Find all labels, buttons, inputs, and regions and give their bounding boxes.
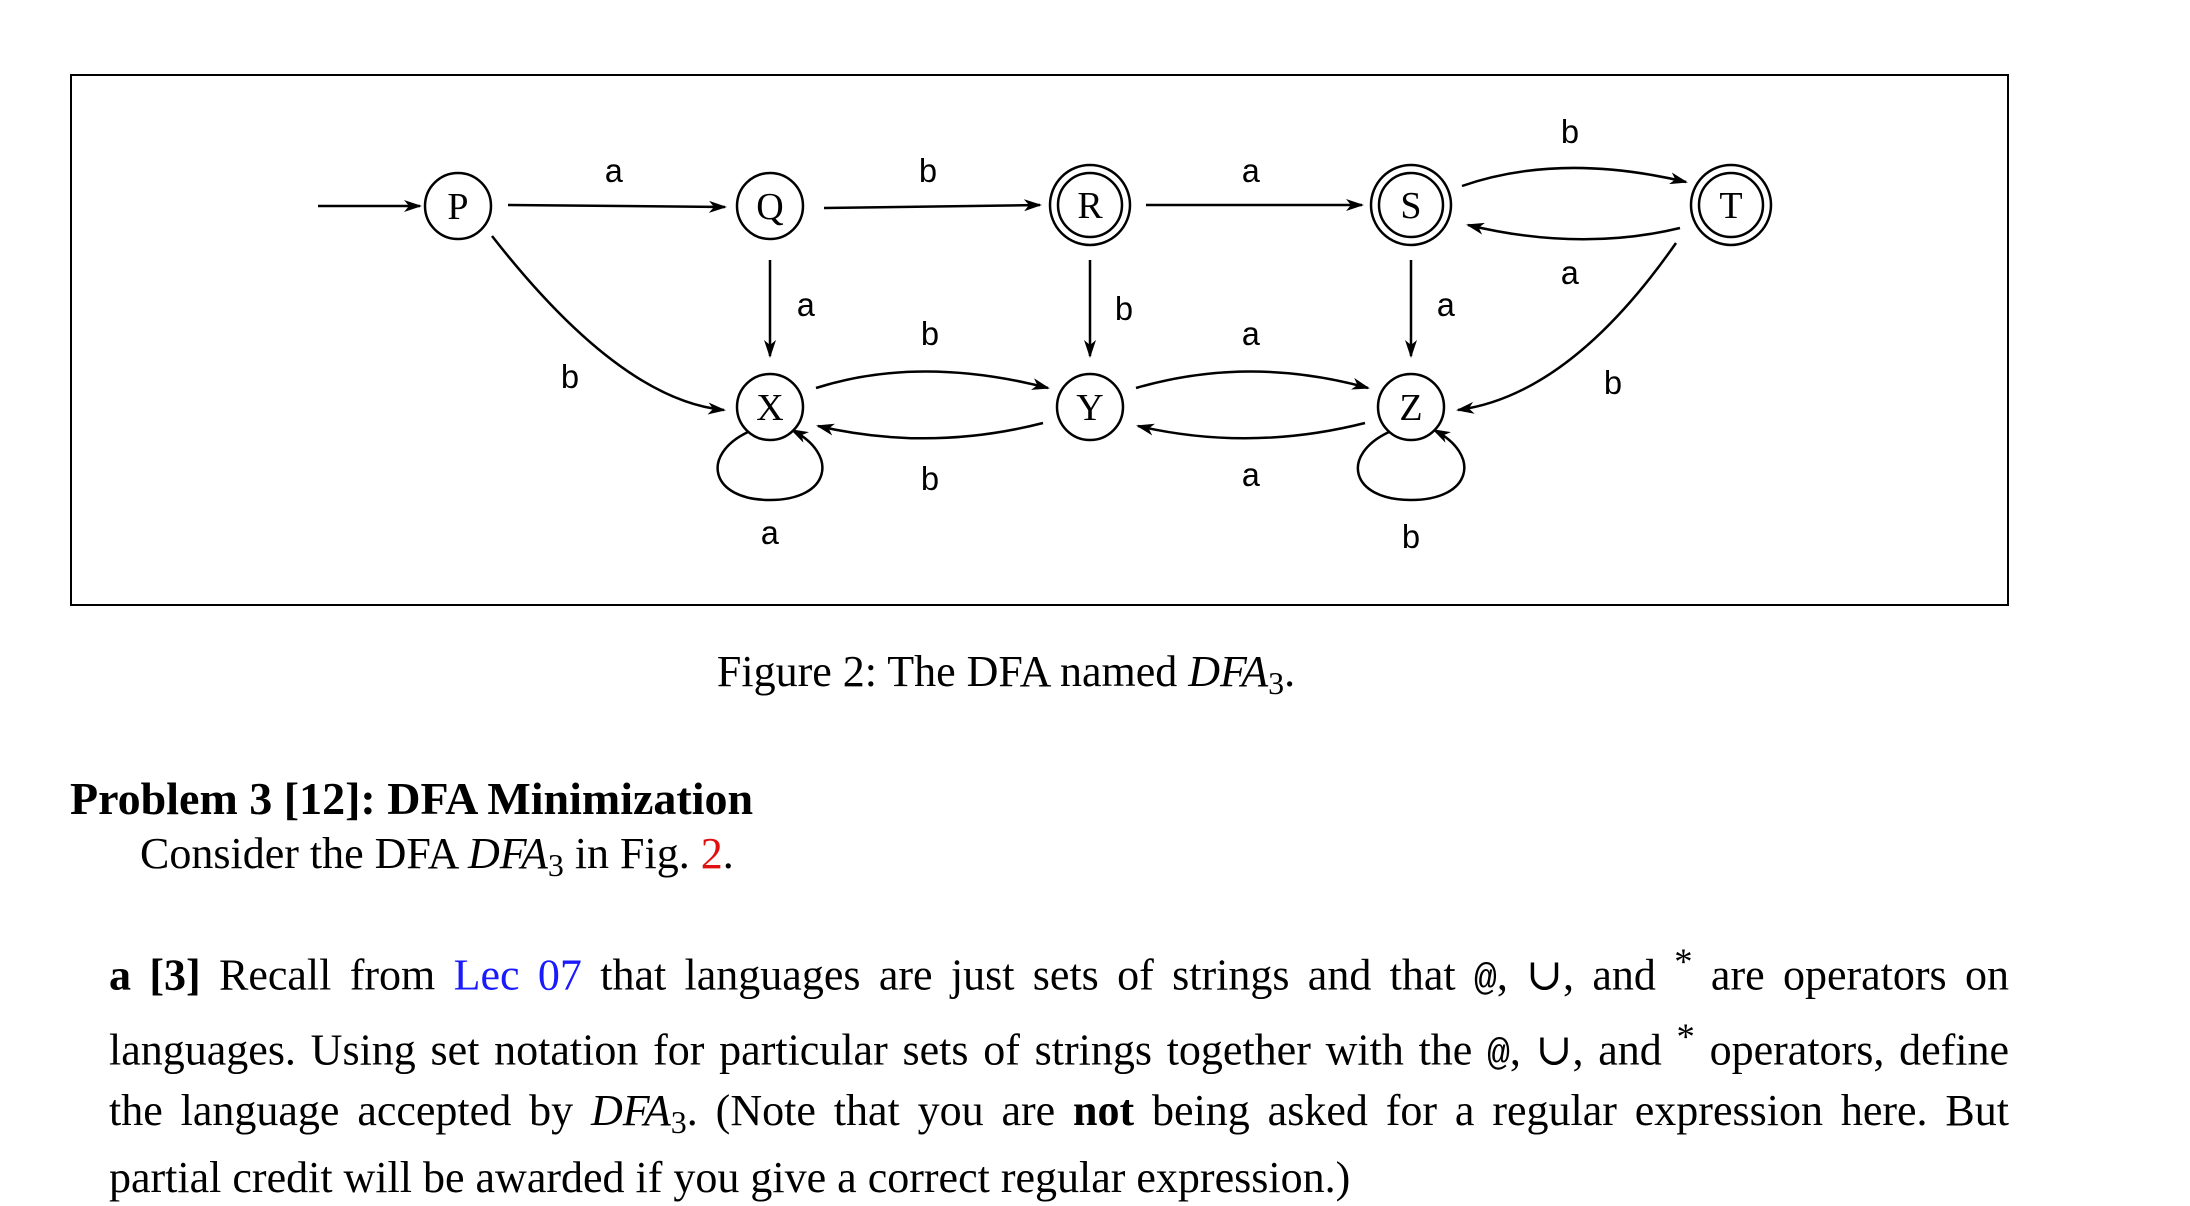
state-Q-label: Q	[756, 186, 783, 228]
part-a-text-3: , ∪, and	[1496, 950, 1656, 1000]
edge-P-X	[491, 235, 726, 415]
part-a-dfa: DFA	[590, 1086, 671, 1136]
part-a-text-5: , ∪, and	[1509, 1025, 1662, 1075]
edge-Q-R	[823, 199, 1042, 212]
caption-prefix: Figure 2:	[716, 647, 877, 696]
part-a-text-7: . (Note that you are	[686, 1086, 1056, 1136]
state-Q-circle	[735, 171, 805, 241]
star-operator-2: *	[1676, 1015, 1695, 1057]
label-P-Q: a	[604, 155, 624, 192]
problem-heading: Problem 3 [12]: DFA Minimization	[70, 773, 754, 824]
label-Q-R: b	[918, 155, 938, 192]
loop-X	[716, 428, 824, 502]
state-R-label: R	[1077, 185, 1103, 227]
problem-intro: Consider the DFA DFA3 in Fig. 2.	[140, 828, 734, 884]
part-a-bold-not: not	[1073, 1086, 1135, 1136]
state-X-circle	[735, 372, 805, 442]
part-a-paragraph: a [3] Recall from Lec 07 that languages …	[109, 934, 2009, 1206]
state-T-label: T	[1719, 185, 1742, 227]
intro-dfa: DFA	[467, 829, 548, 878]
part-a-dfa-sub: 3	[670, 1104, 687, 1141]
edge-P-Q	[507, 200, 727, 213]
edge-S-T	[1461, 166, 1688, 188]
label-Q-X: a	[796, 289, 816, 326]
label-R-S: a	[1241, 155, 1261, 192]
part-a-text-2: that languages are just sets of strings …	[600, 950, 1456, 1000]
part-a-text-6: operators, define the language accepted …	[109, 1025, 2009, 1136]
state-Y-circle	[1055, 372, 1125, 442]
intro-start: Consider the DFA	[140, 829, 457, 878]
intro-end: .	[722, 829, 734, 878]
at-operator-2: @	[1487, 1033, 1510, 1077]
label-X-Y: b	[920, 318, 940, 355]
part-a-text-1: Recall from	[219, 950, 436, 1000]
edge-Y-Z	[1135, 370, 1370, 390]
state-S-inner-circle	[1377, 171, 1445, 239]
figure-frame	[70, 74, 2009, 606]
part-a-text-4: are operators on languages. Using set no…	[109, 950, 2010, 1075]
label-S-Z: a	[1436, 289, 1456, 326]
caption-end: .	[1284, 647, 1296, 696]
edge-X-Y	[815, 370, 1050, 390]
edge-Y-X	[816, 421, 1044, 440]
dfa-diagram: P Q R S T X Y Z a b b a a b b a a b b b …	[318, 116, 1773, 558]
caption-dfa-sub: 3	[1268, 665, 1285, 701]
caption-dfa-name: DFA	[1188, 647, 1269, 696]
label-Y-X: b	[920, 463, 940, 500]
state-Z-label: Z	[1399, 387, 1422, 429]
state-P-circle	[423, 171, 493, 241]
label-loop-X: a	[760, 517, 780, 554]
state-Y-label: Y	[1076, 387, 1103, 429]
label-T-Z: b	[1603, 367, 1623, 404]
edge-Z-Y	[1136, 421, 1366, 440]
state-Z-circle	[1376, 372, 1446, 442]
edge-T-Z	[1456, 242, 1678, 414]
edge-T-S	[1466, 222, 1681, 241]
label-loop-Z: b	[1401, 521, 1421, 558]
label-Z-Y: a	[1241, 459, 1261, 496]
label-R-Y: b	[1114, 293, 1134, 330]
intro-dfa-sub: 3	[547, 847, 564, 883]
label-Y-Z: a	[1241, 318, 1261, 355]
figure-ref-link[interactable]: 2	[700, 829, 723, 878]
star-operator: *	[1674, 941, 1693, 982]
loop-Z	[1356, 428, 1466, 502]
state-T-inner-circle	[1697, 171, 1765, 239]
state-S-label: S	[1400, 185, 1421, 227]
state-P-label: P	[447, 186, 468, 228]
caption-text: The DFA named	[887, 647, 1178, 696]
lecture-link[interactable]: Lec 07	[453, 950, 582, 1000]
label-P-X: b	[560, 361, 580, 398]
figure-caption: Figure 2: The DFA named DFA3.	[0, 646, 2012, 702]
state-R-inner-circle	[1056, 171, 1124, 239]
at-operator: @	[1474, 958, 1497, 1002]
label-T-S: a	[1560, 257, 1580, 294]
part-a-label: a [3]	[109, 950, 201, 1000]
state-X-label: X	[756, 387, 783, 429]
label-S-T: b	[1560, 116, 1580, 153]
intro-mid: in Fig.	[574, 829, 690, 878]
